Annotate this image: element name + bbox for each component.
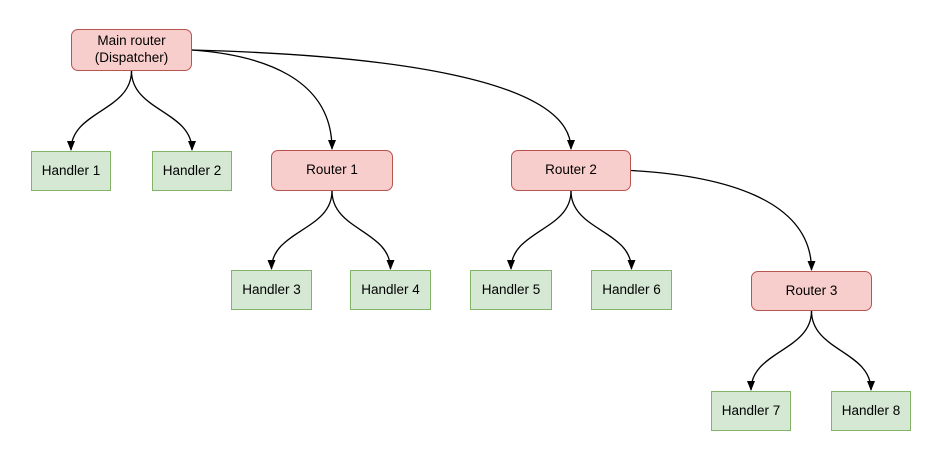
edge-main-router-to-handler-1 bbox=[67, 70, 133, 151]
node-handler-5: Handler 5 bbox=[470, 270, 552, 310]
edge-router-2-to-router-3 bbox=[630, 169, 816, 271]
edge-main-router-to-router-2 bbox=[191, 49, 575, 150]
edge-router-1-to-handler-4 bbox=[331, 190, 395, 270]
edge-group bbox=[67, 49, 875, 391]
edge-router-2-to-handler-5 bbox=[507, 190, 572, 270]
node-handler-6: Handler 6 bbox=[591, 270, 672, 310]
node-main-router: Main router (Dispatcher) bbox=[71, 29, 192, 71]
node-handler-8: Handler 8 bbox=[831, 391, 911, 431]
node-handler-2: Handler 2 bbox=[152, 151, 232, 191]
edge-router-3-to-handler-7 bbox=[747, 310, 813, 391]
node-handler-3: Handler 3 bbox=[231, 270, 312, 310]
edge-router-2-to-handler-6 bbox=[570, 190, 636, 270]
edge-router-1-to-handler-3 bbox=[267, 190, 333, 270]
edge-router-3-to-handler-8 bbox=[810, 310, 875, 391]
node-router-2: Router 2 bbox=[511, 150, 631, 191]
node-handler-4: Handler 4 bbox=[350, 270, 431, 310]
node-handler-1: Handler 1 bbox=[31, 151, 111, 191]
node-router-1: Router 1 bbox=[271, 150, 393, 191]
edge-main-router-to-router-1 bbox=[191, 49, 336, 150]
node-handler-7: Handler 7 bbox=[711, 391, 791, 431]
edge-main-router-to-handler-2 bbox=[130, 70, 196, 151]
node-router-3: Router 3 bbox=[751, 271, 872, 311]
